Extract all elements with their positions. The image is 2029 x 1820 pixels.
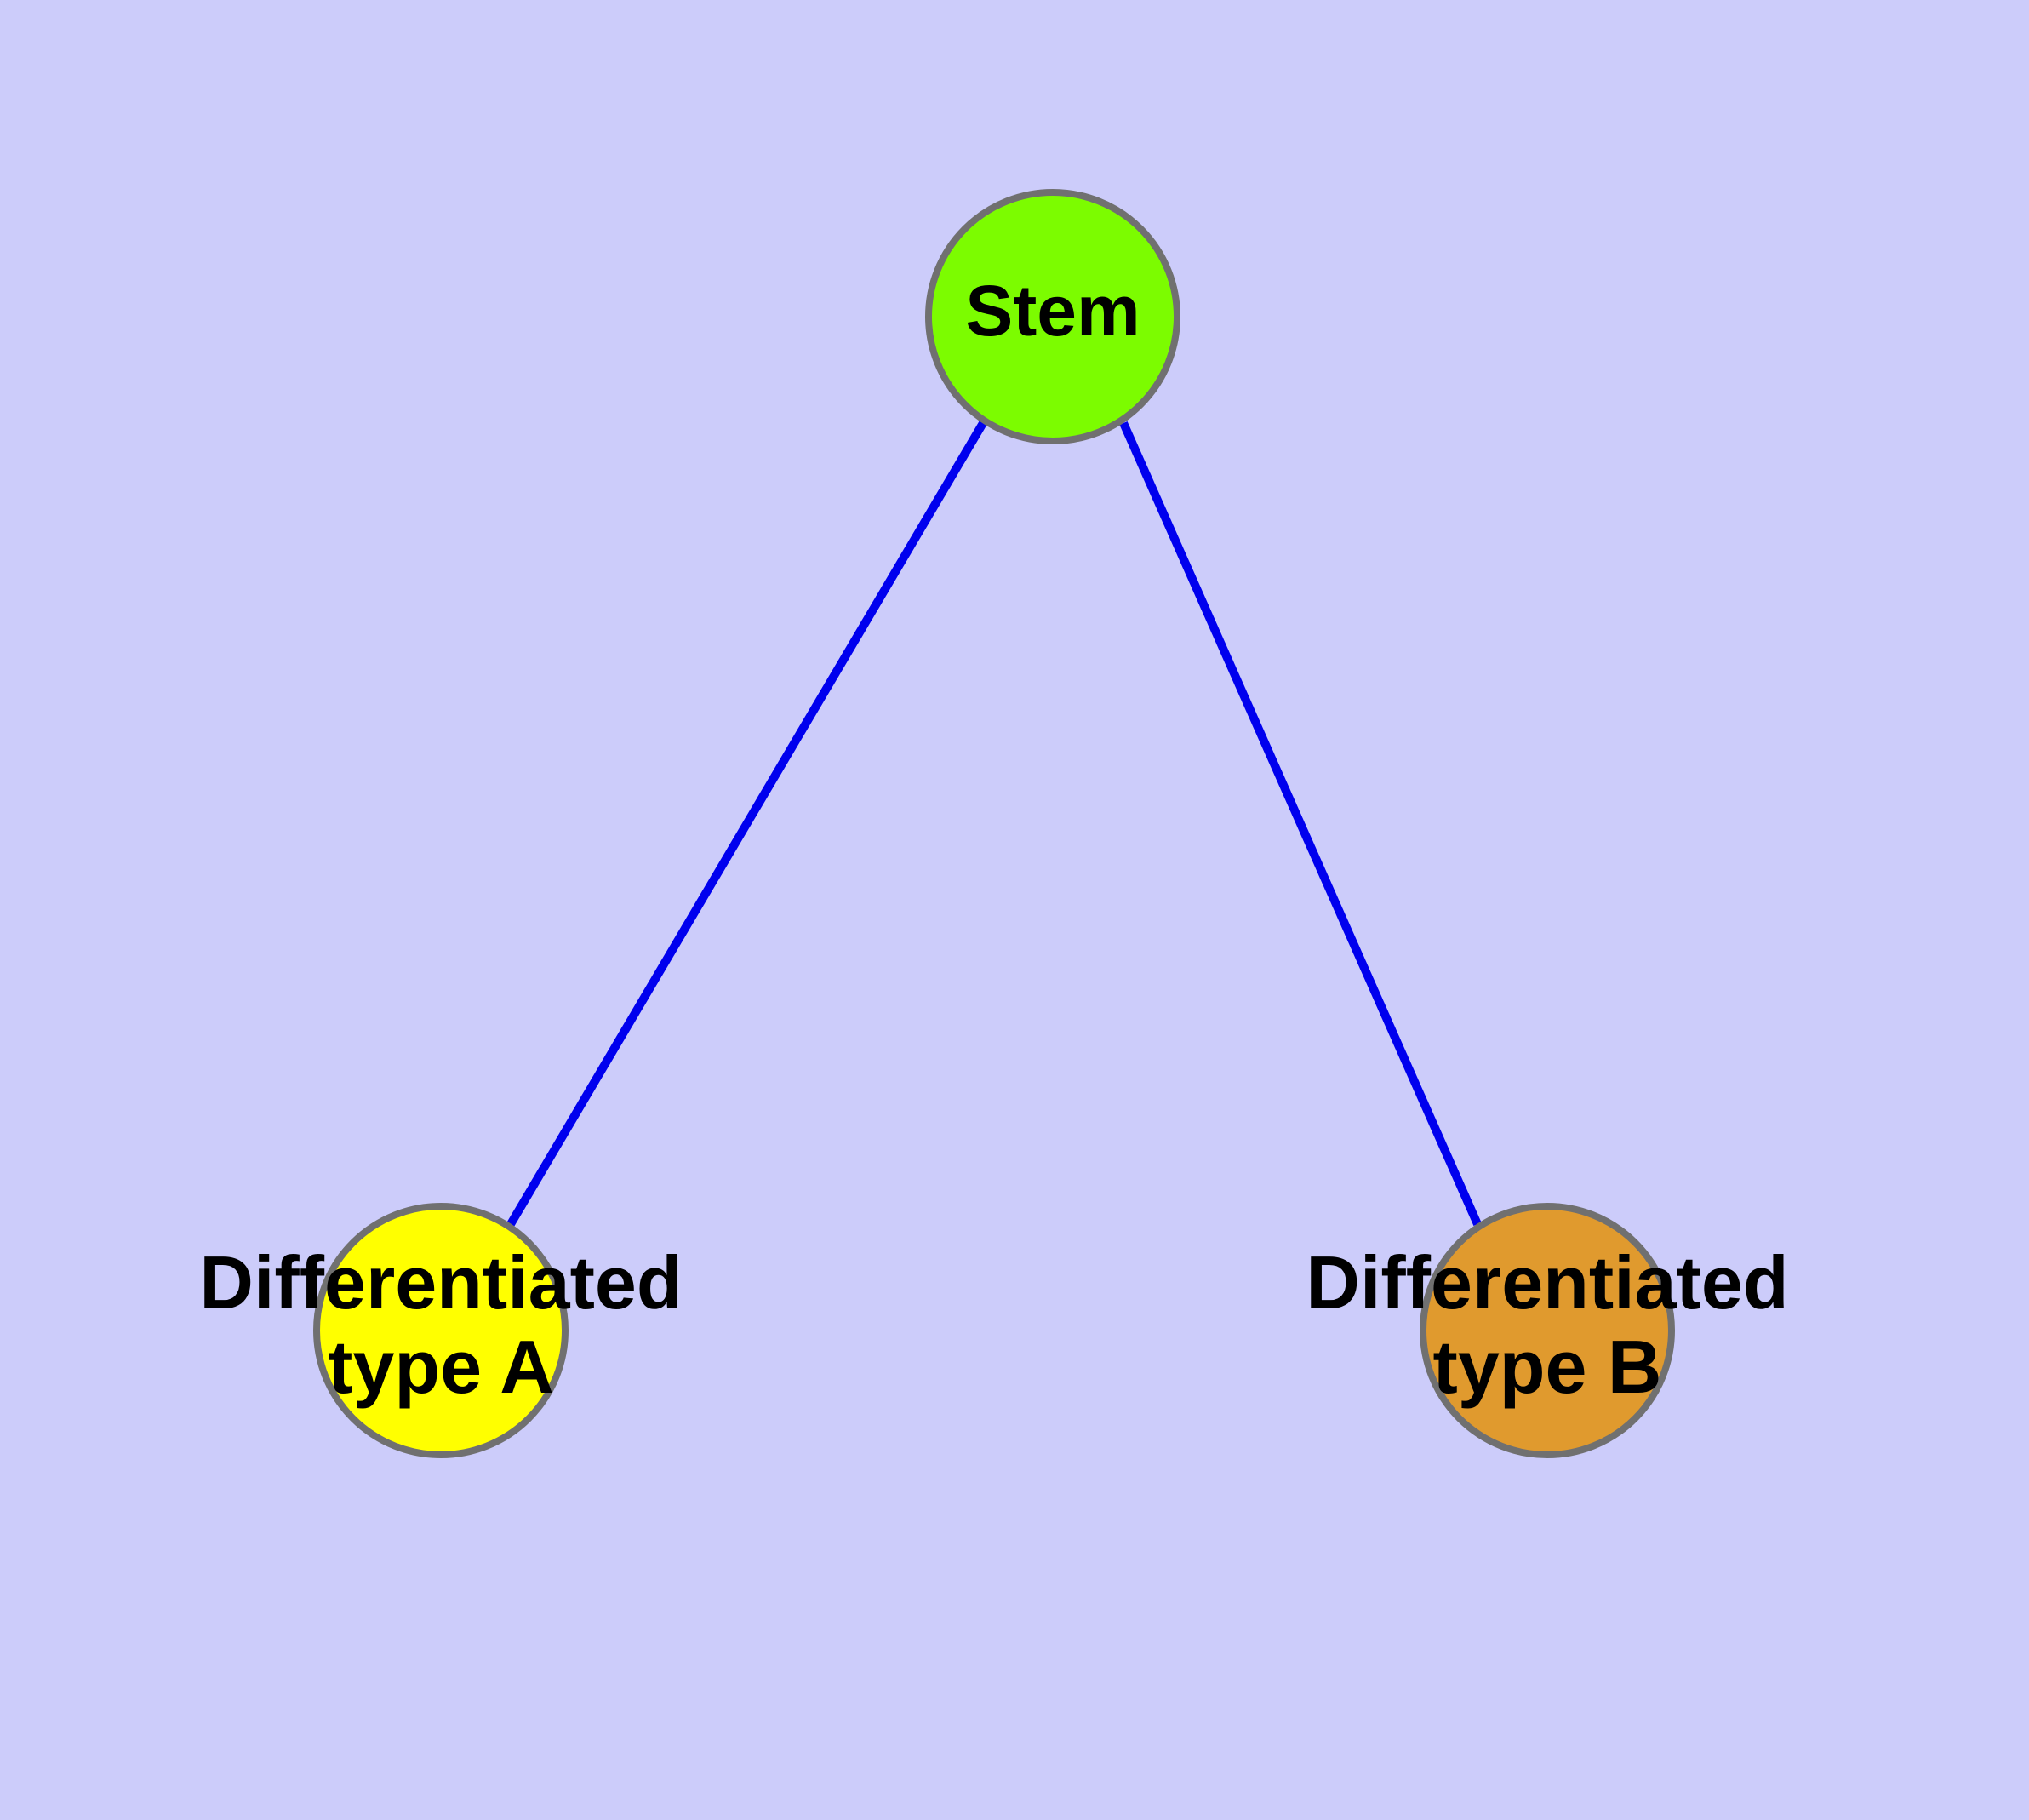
node-differentiated-type-a[interactable] [313, 1203, 569, 1458]
node-group [313, 189, 1675, 1458]
edge-stem-to-differentiated-type-b[interactable] [1119, 421, 1482, 1227]
node-stem[interactable] [925, 189, 1180, 444]
edge-group [506, 421, 1482, 1227]
node-differentiated-type-b[interactable] [1420, 1203, 1675, 1458]
edge-stem-to-differentiated-type-a[interactable] [506, 421, 987, 1227]
